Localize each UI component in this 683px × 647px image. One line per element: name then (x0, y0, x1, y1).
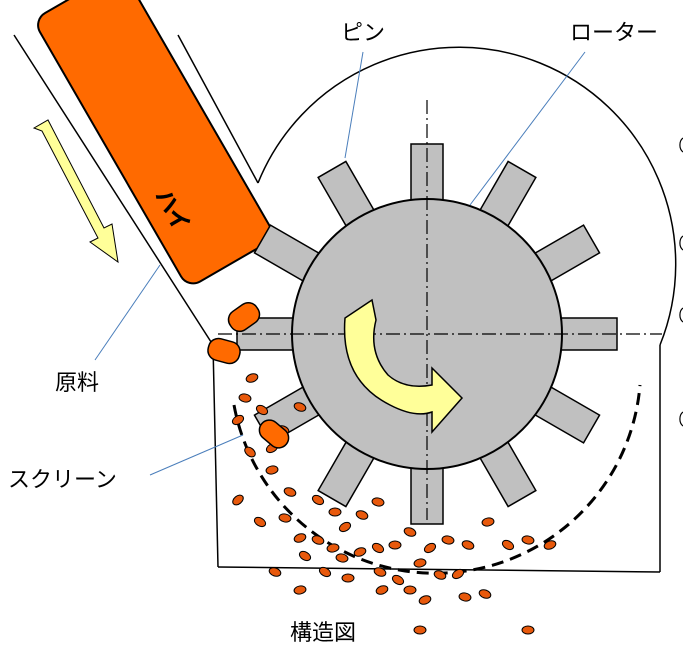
particle (353, 547, 367, 557)
particle (403, 527, 417, 537)
housing-bottom (217, 566, 661, 573)
particle (265, 465, 279, 475)
chute-right-wall (177, 34, 259, 184)
particle (413, 625, 427, 635)
particle (403, 585, 417, 595)
particle (373, 567, 387, 577)
rotor-leader (469, 51, 586, 206)
particle (461, 540, 475, 550)
particle (245, 373, 259, 383)
particle (293, 402, 307, 412)
particle (521, 625, 535, 635)
particle (433, 570, 447, 580)
particles (231, 373, 557, 635)
rotation-arrow-icon (343, 298, 464, 434)
particle (293, 585, 307, 595)
leader-lines (94, 51, 586, 476)
particle (255, 404, 269, 416)
particle (232, 494, 244, 506)
particle (355, 510, 369, 520)
rotor-label: ローター (570, 21, 658, 46)
pin-label: ピン (341, 21, 385, 46)
particle (478, 589, 492, 599)
particle (338, 521, 352, 533)
particle (283, 487, 297, 497)
screen-leader (149, 434, 244, 476)
particle (328, 507, 342, 517)
center-lines (218, 100, 662, 520)
particle (268, 567, 282, 577)
particle (451, 568, 465, 580)
raw-material-block: ハイ (37, 0, 273, 285)
particle (278, 513, 292, 523)
housing-arc (257, 46, 677, 346)
particle (318, 566, 332, 578)
particle (293, 533, 307, 543)
raw-material-leader (94, 264, 161, 361)
particle (371, 542, 385, 554)
housing-left-wall (212, 344, 219, 568)
particle (335, 553, 349, 563)
pin-leader (344, 51, 364, 159)
particle (326, 543, 340, 553)
particle (388, 540, 402, 550)
particle (244, 446, 256, 458)
particle (543, 540, 557, 550)
particle (311, 494, 325, 506)
particle (413, 558, 427, 568)
chute-left-wall (13, 34, 214, 346)
raw-material-label: 原料 (55, 371, 99, 396)
particle (521, 535, 535, 545)
particle (298, 550, 312, 562)
particle (391, 574, 405, 586)
particle (501, 539, 515, 551)
screen-label: スクリーン (8, 468, 117, 493)
particle (481, 517, 495, 527)
particle (311, 535, 325, 545)
edge-marks (679, 137, 683, 427)
particle (423, 542, 437, 554)
particle (418, 595, 432, 605)
particle (341, 573, 355, 583)
caption-label: 構造図 (290, 621, 356, 646)
particle (253, 516, 267, 528)
particle (231, 414, 245, 426)
particle (371, 497, 385, 507)
particle (238, 393, 252, 403)
screen-arc (232, 384, 642, 575)
feed-chunks (207, 301, 290, 449)
particle (375, 585, 389, 595)
particle (458, 592, 472, 602)
feed-arrow-icon (32, 119, 119, 264)
housing (13, 34, 677, 573)
particle (441, 535, 455, 545)
